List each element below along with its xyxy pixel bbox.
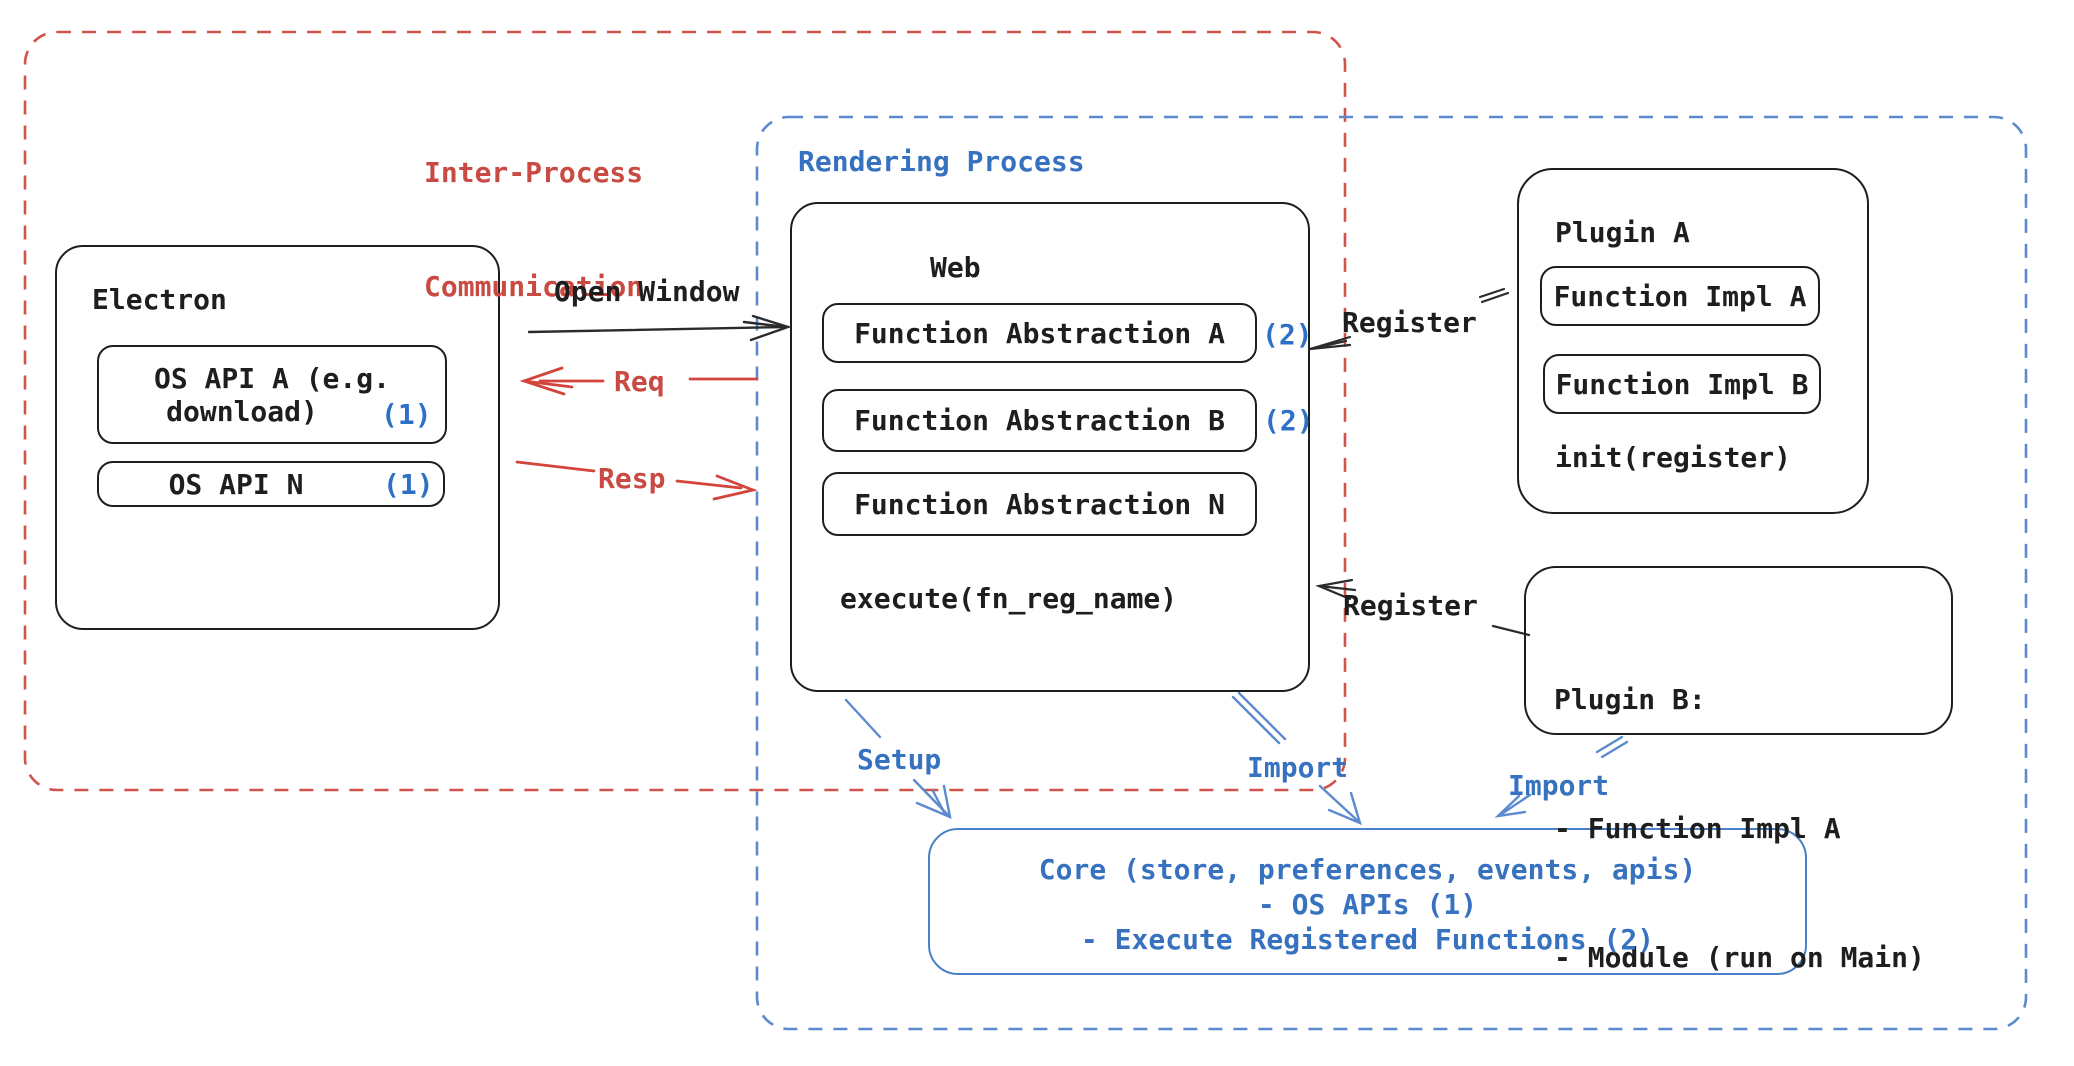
- os-api-a-box: OS API A (e.g. download): [97, 345, 447, 444]
- core-content: Core (store, preferences, events, apis) …: [928, 852, 1807, 957]
- function-abstraction-a-box: Function Abstraction A: [822, 303, 1257, 363]
- plugin-a-impl-a-box: Function Impl A: [1540, 266, 1820, 326]
- web-box: [790, 202, 1310, 692]
- plugin-b-title: Plugin B:: [1554, 683, 1706, 716]
- plugin-a-impl-b-box: Function Impl B: [1543, 354, 1821, 414]
- os-api-a-line2: download): [166, 394, 318, 428]
- web-execute-text: execute(fn_reg_name): [840, 582, 1178, 615]
- plugin-a-title: Plugin A: [1555, 216, 1690, 249]
- ipc-region-border: [23, 30, 1347, 792]
- os-api-a-badge: (1): [381, 398, 432, 431]
- os-api-n-label: OS API N: [168, 467, 304, 501]
- setup-arrow: [844, 698, 952, 819]
- core-box: [928, 828, 1807, 975]
- function-abstraction-a-badge: (2): [1262, 318, 1313, 351]
- register-plugin-a-arrow: [1308, 287, 1510, 351]
- ipc-region-label: Inter-Process Communication: [424, 78, 643, 382]
- plugin-a-box: [1517, 168, 1869, 514]
- os-api-n-box: OS API N: [97, 461, 445, 507]
- open-window-label: Open Window: [554, 275, 740, 308]
- rendering-region-label: Rendering Process: [798, 145, 1085, 178]
- ipc-region-label-line2: Communication: [424, 270, 644, 303]
- import-plugin-b-label: Import: [1508, 769, 1610, 802]
- register-plugin-b-arrow: [1315, 578, 1531, 637]
- web-title: Web: [930, 251, 981, 284]
- import-web-arrow: [1231, 691, 1362, 826]
- electron-box: [55, 245, 500, 630]
- plugin-b-content: Plugin B: - Function Impl A - Module (ru…: [1554, 592, 1925, 1065]
- import-web-label: Import: [1247, 751, 1349, 784]
- os-api-a-line1: OS API A (e.g.: [153, 361, 390, 395]
- function-abstraction-n-box: Function Abstraction N: [822, 472, 1257, 536]
- resp-label: Resp: [598, 462, 666, 495]
- function-abstraction-b-box: Function Abstraction B: [822, 389, 1257, 452]
- core-line1: Core (store, preferences, events, apis): [1038, 853, 1697, 886]
- plugin-a-init-text: init(register): [1555, 441, 1792, 474]
- req-arrow: [519, 366, 759, 396]
- req-label: Req: [614, 365, 665, 398]
- register-plugin-b-label: Register: [1343, 589, 1478, 622]
- import-plugin-b-arrow: [1494, 735, 1629, 818]
- os-api-n-badge: (1): [383, 468, 434, 501]
- core-line3: - Execute Registered Functions (2): [1080, 923, 1655, 956]
- ipc-region-label-line1: Inter-Process: [424, 156, 644, 189]
- open-window-arrow: [527, 314, 792, 342]
- electron-title: Electron: [92, 283, 227, 316]
- register-plugin-a-label: Register: [1342, 306, 1477, 339]
- plugin-b-box: [1524, 566, 1953, 735]
- resp-arrow: [515, 460, 758, 501]
- function-abstraction-b-badge: (2): [1263, 404, 1314, 437]
- rendering-region-border: [755, 115, 2028, 1031]
- core-line2: - OS APIs (1): [1257, 888, 1478, 921]
- setup-label: Setup: [857, 743, 942, 776]
- plugin-b-line1: - Function Impl A: [1554, 812, 1841, 845]
- plugin-b-line2: - Module (run on Main): [1554, 941, 1925, 974]
